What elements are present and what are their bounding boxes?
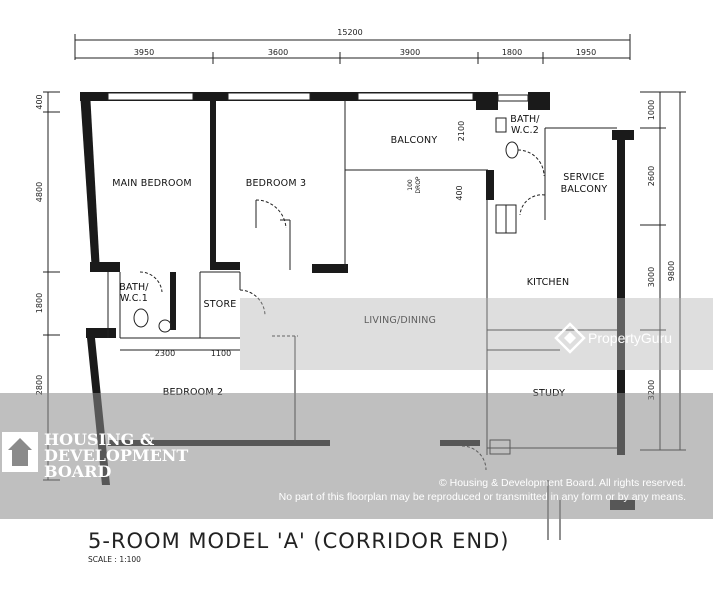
dim-right-3: 3000: [647, 267, 656, 287]
room-bath-1-line2: W.C.1: [120, 293, 148, 304]
room-store: STORE: [204, 299, 237, 310]
dim-left-2: 4800: [35, 182, 44, 202]
room-service-balcony-line1: SERVICE: [563, 172, 604, 183]
copyright-line2: No part of this floorplan may be reprodu…: [279, 491, 686, 503]
toilet-icon-1: [133, 308, 149, 328]
room-bedroom-3: BEDROOM 3: [246, 178, 306, 189]
room-main-bedroom: MAIN BEDROOM: [112, 178, 192, 189]
top-dimensions: 15200 3950 3600 3900 1800 1950: [74, 28, 631, 64]
basin-icon-1: [158, 319, 172, 333]
dim-left-3: 1800: [35, 293, 44, 313]
dim-left-1: 400: [35, 94, 44, 109]
dim-bath-1: 2300: [155, 349, 175, 358]
propertyguru-band: [240, 298, 713, 370]
hdb-line1: HOUSING &: [44, 430, 155, 449]
propertyguru-text: PropertyGuru: [588, 330, 672, 346]
dim-right-total: 9800: [667, 261, 676, 281]
room-bath-2-line2: W.C.2: [511, 125, 539, 136]
propertyguru-logo: PropertyGuru: [554, 322, 672, 354]
hdb-watermark: HOUSING & DEVELOPMENT BOARD © Housing & …: [2, 430, 686, 503]
dim-top-4: 1800: [502, 48, 522, 57]
propertyguru-logo-icon: [554, 322, 586, 354]
room-kitchen: KITCHEN: [527, 277, 570, 288]
dim-left-4: 2800: [35, 375, 44, 395]
basin-icon-2: [495, 117, 507, 133]
dim-right-2: 2600: [647, 166, 656, 186]
dim-total-width: 15200: [337, 28, 362, 37]
copyright-line1: © Housing & Development Board. All right…: [439, 477, 686, 489]
room-bath-2-line1: BATH/: [510, 114, 540, 125]
hdb-line3: BOARD: [44, 462, 111, 481]
room-living-dining: LIVING/DINING: [364, 315, 436, 326]
dim-right-4: 3200: [647, 380, 656, 400]
note-refuse-drop: DROP: [415, 176, 422, 194]
dim-bath-2: 1100: [211, 349, 231, 358]
room-service-balcony-line2: BALCONY: [561, 184, 608, 195]
hdb-line2: DEVELOPMENT: [44, 446, 188, 465]
dim-right-1: 1000: [647, 100, 656, 120]
toilet-icon-2: [505, 141, 519, 159]
room-bath-1-line1: BATH/: [119, 282, 149, 293]
floorplan-title: 5-ROOM MODEL 'A' (CORRIDOR END): [88, 529, 510, 553]
walls: [80, 92, 635, 540]
dim-top-2: 3600: [268, 48, 288, 57]
caption: 5-ROOM MODEL 'A' (CORRIDOR END) SCALE : …: [88, 529, 510, 564]
floorplan-scale: SCALE : 1:100: [88, 555, 141, 564]
watermark-bands: [0, 298, 713, 519]
dim-top-3: 3900: [400, 48, 420, 57]
room-balcony: BALCONY: [391, 135, 438, 146]
dim-store-depth: 400: [455, 185, 464, 200]
note-refuse-100: 100: [407, 179, 414, 191]
dim-balcony-depth: 2100: [457, 121, 466, 141]
dim-top-5: 1950: [576, 48, 596, 57]
room-bedroom-2: BEDROOM 2: [163, 387, 223, 398]
dim-top-1: 3950: [134, 48, 154, 57]
hdb-band: [0, 393, 713, 519]
doors: [139, 149, 546, 471]
